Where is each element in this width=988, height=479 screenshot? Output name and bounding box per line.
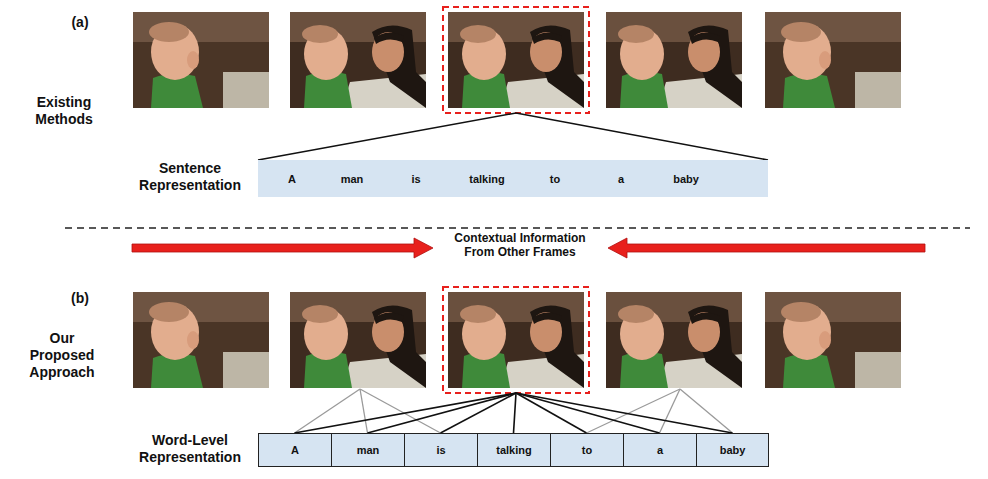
- word-cell: is: [404, 433, 478, 467]
- word-cell: baby: [696, 433, 769, 467]
- word-text: is: [436, 444, 445, 456]
- word-cell: talking: [477, 433, 551, 467]
- word-text: talking: [496, 444, 531, 456]
- word-cell: a: [623, 433, 697, 467]
- arrow-caption: Contextual Information From Other Frames: [448, 231, 592, 260]
- row-title: Our Proposed Approach: [22, 330, 102, 380]
- word-text: A: [288, 173, 296, 185]
- row-caption: Word-Level Representation: [128, 432, 252, 466]
- word-cell: man: [331, 433, 405, 467]
- word-text: a: [618, 173, 624, 185]
- word-cell: A: [258, 433, 332, 467]
- word-text: baby: [720, 444, 746, 456]
- word-text: to: [582, 444, 592, 456]
- word-text: man: [357, 444, 380, 456]
- panel-letter: (b): [55, 290, 105, 307]
- word-text: to: [550, 173, 560, 185]
- sentence-bar: Aman is talking to a baby: [258, 160, 768, 197]
- word-text: man: [341, 173, 364, 185]
- panel-letter: (a): [55, 14, 105, 31]
- word-text: A: [291, 444, 299, 456]
- word-text: talking: [469, 173, 504, 185]
- word-text: is: [411, 173, 420, 185]
- word-text: a: [657, 444, 663, 456]
- word-cell: to: [550, 433, 624, 467]
- word-text: baby: [673, 173, 699, 185]
- row-caption: Sentence Representation: [128, 160, 252, 194]
- row-title: Existing Methods: [22, 94, 106, 128]
